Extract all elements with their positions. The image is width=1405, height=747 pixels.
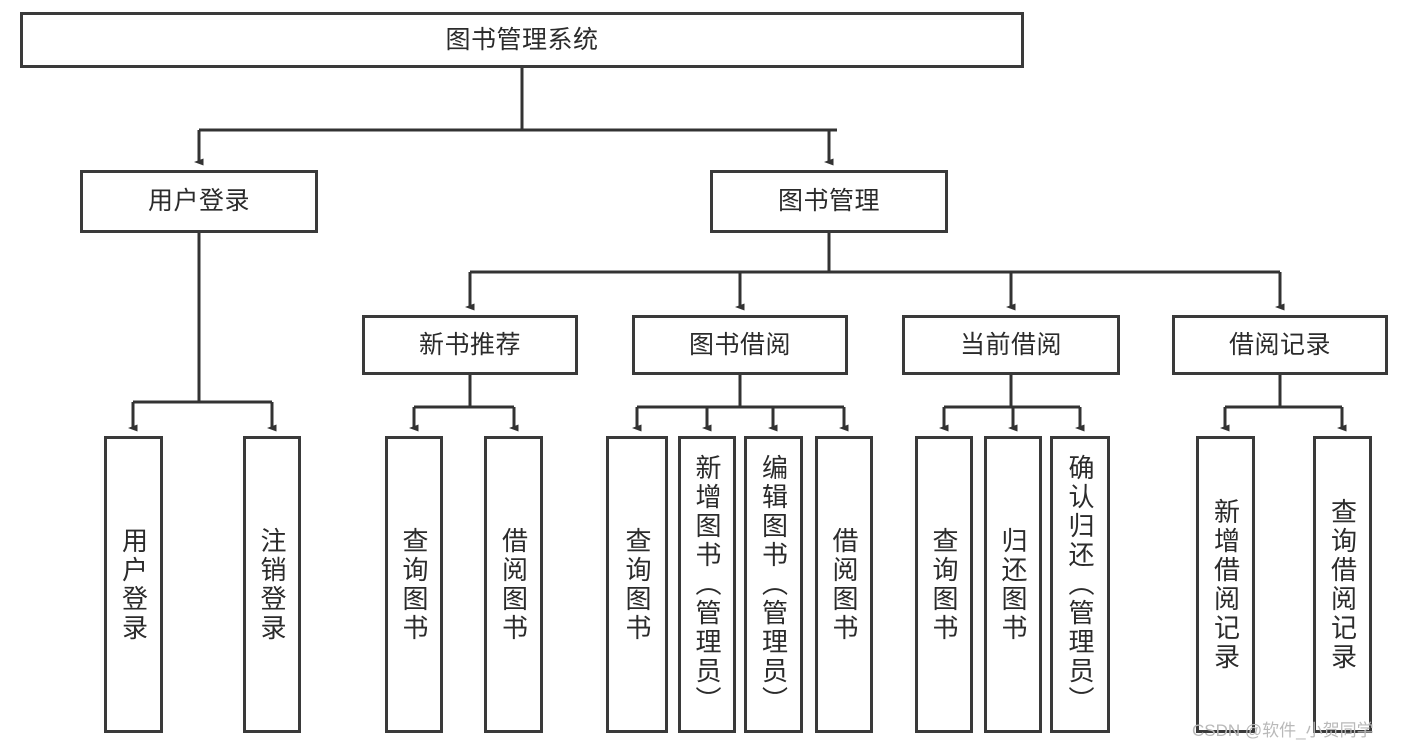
- node-leaf-edit-book-admin[interactable]: 编辑图书（管理员）: [744, 436, 803, 733]
- node-leaf-borrow-book-rec-label: 借阅图书: [498, 526, 529, 643]
- node-leaf-user-logout[interactable]: 注销登录: [243, 436, 301, 733]
- node-root[interactable]: 图书管理系统: [20, 12, 1024, 68]
- node-root-label: 图书管理系统: [445, 25, 599, 54]
- node-new-book-recommend[interactable]: 新书推荐: [362, 315, 578, 375]
- node-leaf-borrow-book-rec[interactable]: 借阅图书: [484, 436, 543, 733]
- node-leaf-add-book-admin-label: 新增图书（管理员）: [692, 454, 722, 715]
- node-leaf-query-borrow-record-label: 查询借阅记录: [1327, 497, 1358, 672]
- node-leaf-borrow-book-label: 借阅图书: [829, 526, 859, 643]
- node-leaf-add-borrow-record[interactable]: 新增借阅记录: [1196, 436, 1255, 733]
- node-leaf-confirm-return-admin-label: 确认归还（管理员）: [1065, 454, 1095, 715]
- node-user-login-label: 用户登录: [147, 187, 250, 216]
- node-leaf-add-book-admin[interactable]: 新增图书（管理员）: [678, 436, 736, 733]
- node-borrow-record-label: 借阅记录: [1228, 330, 1331, 359]
- node-current-borrow-label: 当前借阅: [959, 330, 1062, 359]
- node-leaf-query-book-rec-label: 查询图书: [399, 526, 429, 643]
- node-leaf-edit-book-admin-label: 编辑图书（管理员）: [758, 454, 789, 715]
- node-book-borrow[interactable]: 图书借阅: [632, 315, 848, 375]
- node-leaf-query-book-cur[interactable]: 查询图书: [915, 436, 973, 733]
- node-leaf-borrow-book[interactable]: 借阅图书: [815, 436, 873, 733]
- csdn-watermark: CSDN @软件_小贺同学: [1192, 721, 1374, 740]
- node-leaf-query-book-rec[interactable]: 查询图书: [385, 436, 443, 733]
- node-leaf-query-borrow-record[interactable]: 查询借阅记录: [1313, 436, 1372, 733]
- node-leaf-user-logout-label: 注销登录: [257, 526, 287, 643]
- node-leaf-confirm-return-admin[interactable]: 确认归还（管理员）: [1050, 436, 1110, 733]
- node-leaf-query-book-borrow[interactable]: 查询图书: [606, 436, 668, 733]
- node-book-borrow-label: 图书借阅: [688, 330, 791, 359]
- node-book-manage-label: 图书管理: [777, 187, 880, 216]
- node-leaf-add-borrow-record-label: 新增借阅记录: [1210, 497, 1241, 672]
- node-borrow-record[interactable]: 借阅记录: [1172, 315, 1388, 375]
- node-leaf-query-book-borrow-label: 查询图书: [622, 526, 652, 643]
- node-leaf-query-book-cur-label: 查询图书: [929, 526, 959, 643]
- node-leaf-return-book-label: 归还图书: [998, 526, 1028, 643]
- node-current-borrow[interactable]: 当前借阅: [902, 315, 1120, 375]
- node-leaf-user-login-label: 用户登录: [118, 526, 149, 643]
- node-new-book-recommend-label: 新书推荐: [418, 330, 521, 359]
- node-user-login[interactable]: 用户登录: [80, 170, 318, 233]
- node-leaf-return-book[interactable]: 归还图书: [984, 436, 1042, 733]
- node-book-manage[interactable]: 图书管理: [710, 170, 948, 233]
- node-leaf-user-login[interactable]: 用户登录: [104, 436, 163, 733]
